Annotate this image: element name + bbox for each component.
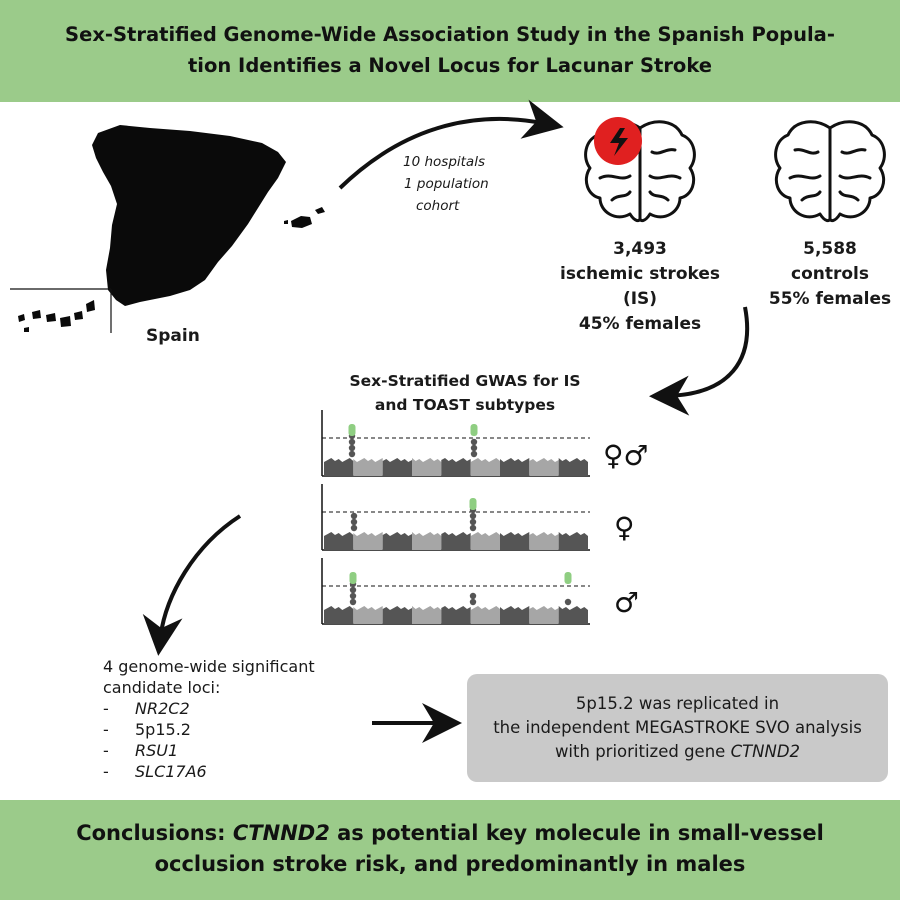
chromosome-points bbox=[529, 532, 559, 550]
conclusion-line-1: Conclusions: CTNND2 as potential key mol… bbox=[76, 821, 824, 845]
locus-slc17a6: SLC17A6 bbox=[135, 762, 207, 781]
chromosome-points bbox=[441, 606, 471, 624]
chromosome-points bbox=[353, 458, 383, 476]
spain-label: Spain bbox=[146, 326, 200, 346]
gwas-title: Sex-Stratified GWAS for IS and TOAST sub… bbox=[330, 369, 600, 417]
snp-point bbox=[348, 450, 356, 458]
chromosome-points bbox=[558, 458, 588, 476]
snp-point bbox=[470, 444, 478, 452]
conclusion-gene: CTNND2 bbox=[232, 821, 330, 845]
controls-stats: 5,588 controls 55% females bbox=[760, 237, 900, 312]
locus-nr2c2: NR2C2 bbox=[135, 699, 190, 718]
replication-box: 5p15.2 was replicated in the independent… bbox=[467, 674, 888, 782]
cases-stats: 3,493 ischemic strokes (IS) 45% females bbox=[540, 237, 740, 337]
chromosome-points bbox=[470, 458, 500, 476]
snp-point bbox=[470, 450, 478, 458]
snp-point bbox=[469, 518, 477, 526]
snp-point bbox=[469, 598, 477, 606]
controls-females: 55% females bbox=[768, 289, 892, 309]
significant-snp bbox=[349, 572, 357, 584]
sources-line-1: 10 hospitals bbox=[403, 154, 485, 170]
sources-line-3: cohort bbox=[416, 198, 460, 214]
chromosome-points bbox=[324, 458, 354, 476]
snp-point bbox=[469, 592, 477, 600]
replication-line-1: 5p15.2 was replicated in bbox=[575, 694, 780, 713]
chromosome-points bbox=[500, 606, 530, 624]
controls-count: 5,588 bbox=[803, 239, 857, 259]
significant-snp bbox=[348, 424, 356, 436]
conclusion-line-2: occlusion stroke risk, and predominantly… bbox=[154, 852, 746, 876]
arrow-cohorts-to-gwas bbox=[649, 306, 750, 416]
chromosome-points bbox=[441, 458, 471, 476]
chromosome-points bbox=[500, 458, 530, 476]
chromosome-points bbox=[470, 532, 500, 550]
chromosome-points bbox=[412, 532, 442, 550]
cases-females: 45% females bbox=[578, 314, 702, 334]
loci-heading-2: candidate loci: bbox=[103, 678, 221, 697]
chromosome-points bbox=[382, 532, 412, 550]
chromosome-points bbox=[324, 606, 354, 624]
arrow-map-to-cohorts bbox=[338, 99, 564, 190]
title-line-1: Sex-Stratified Genome-Wide Association S… bbox=[65, 23, 835, 46]
snp-point bbox=[349, 592, 357, 600]
snp-point bbox=[350, 512, 358, 520]
gwas-title-line-1: Sex-Stratified GWAS for IS bbox=[349, 372, 581, 390]
chromosome-points bbox=[382, 458, 412, 476]
lightning-icon bbox=[610, 128, 628, 156]
snp-point bbox=[350, 518, 358, 526]
list-item: -RSU1 bbox=[103, 741, 179, 760]
cases-count: 3,493 bbox=[613, 239, 667, 259]
significant-snp bbox=[470, 424, 478, 436]
controls-label: controls bbox=[791, 264, 869, 284]
loci-heading-1: 4 genome-wide significant bbox=[103, 657, 315, 676]
snp-point bbox=[469, 512, 477, 520]
gwas-title-line-2: and TOAST subtypes bbox=[374, 396, 556, 414]
chromosome-points bbox=[353, 532, 383, 550]
locus-rsu1: RSU1 bbox=[135, 741, 179, 760]
snp-point bbox=[350, 524, 358, 532]
chromosome-points bbox=[529, 458, 559, 476]
brain-icon bbox=[774, 120, 886, 223]
replication-gene: CTNND2 bbox=[730, 742, 801, 761]
chromosome-points bbox=[441, 532, 471, 550]
conclusion-banner bbox=[0, 800, 900, 900]
title-line-2: tion Identifies a Novel Locus for Lacuna… bbox=[187, 54, 712, 77]
chromosome-points bbox=[324, 532, 354, 550]
loci-list: 4 genome-wide significant candidate loci… bbox=[103, 656, 315, 782]
chromosome-points bbox=[470, 606, 500, 624]
list-item: -SLC17A6 bbox=[103, 762, 207, 781]
chromosome-points bbox=[412, 458, 442, 476]
chromosome-points bbox=[558, 606, 588, 624]
female-icon: ♀ bbox=[614, 511, 635, 544]
title-banner bbox=[0, 0, 900, 102]
list-item: -NR2C2 bbox=[103, 699, 190, 718]
manhattan-plots bbox=[321, 410, 590, 625]
snp-point bbox=[469, 524, 477, 532]
snp-point bbox=[349, 586, 357, 594]
chromosome-points bbox=[353, 606, 383, 624]
chromosome-points bbox=[382, 606, 412, 624]
significant-snp bbox=[564, 572, 572, 584]
spain-map bbox=[10, 125, 325, 333]
snp-point bbox=[470, 438, 478, 446]
snp-point bbox=[348, 438, 356, 446]
sources-line-2: 1 population bbox=[404, 176, 489, 192]
arrow-gwas-to-loci bbox=[142, 514, 242, 656]
locus-5p15-2: 5p15.2 bbox=[135, 720, 191, 739]
chromosome-points bbox=[500, 532, 530, 550]
chromosome-points bbox=[529, 606, 559, 624]
significant-snp bbox=[469, 498, 477, 510]
chromosome-points bbox=[412, 606, 442, 624]
snp-point bbox=[348, 444, 356, 452]
list-item: -5p15.2 bbox=[103, 720, 191, 739]
replication-line-2: the independent MEGASTROKE SVO analysis bbox=[493, 718, 862, 737]
chromosome-points bbox=[558, 532, 588, 550]
male-icon: ♂ bbox=[614, 586, 640, 619]
replication-line-3: with prioritized gene CTNND2 bbox=[554, 742, 801, 761]
snp-point bbox=[349, 598, 357, 606]
snp-point bbox=[564, 598, 572, 606]
cases-label: ischemic strokes (IS) bbox=[560, 264, 720, 309]
female-male-icon: ♀♂ bbox=[603, 439, 649, 472]
